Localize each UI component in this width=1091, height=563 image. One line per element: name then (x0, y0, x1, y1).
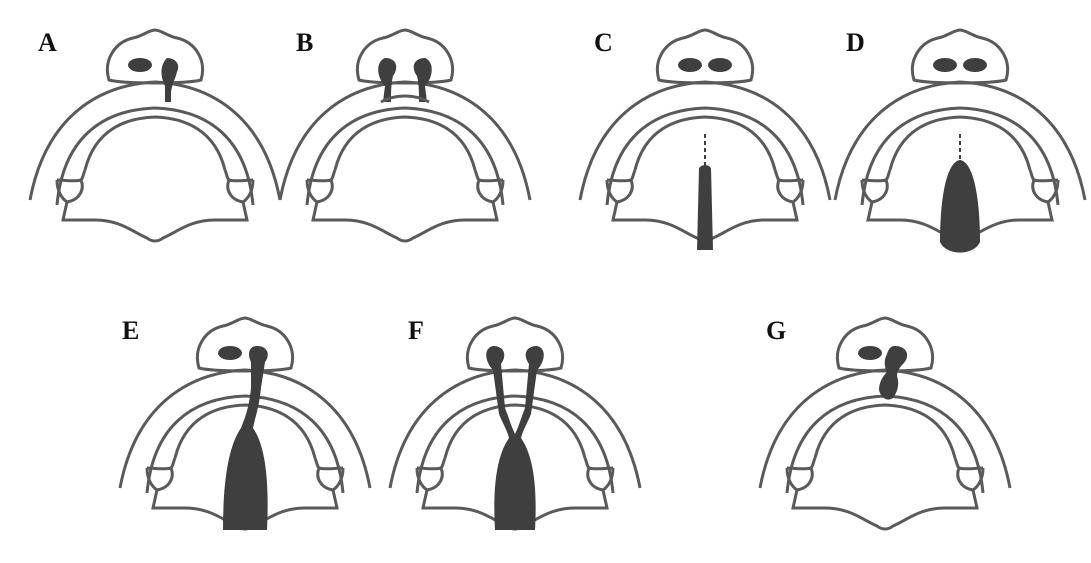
panel-b-drawing (280, 30, 530, 241)
panel-f-drawing (390, 318, 640, 530)
panel-d-drawing (835, 30, 1085, 253)
panel-e-drawing (120, 318, 370, 530)
panel-c-drawing (580, 30, 830, 250)
panel-g-drawing (760, 318, 1010, 529)
panel-a-drawing (30, 30, 280, 241)
